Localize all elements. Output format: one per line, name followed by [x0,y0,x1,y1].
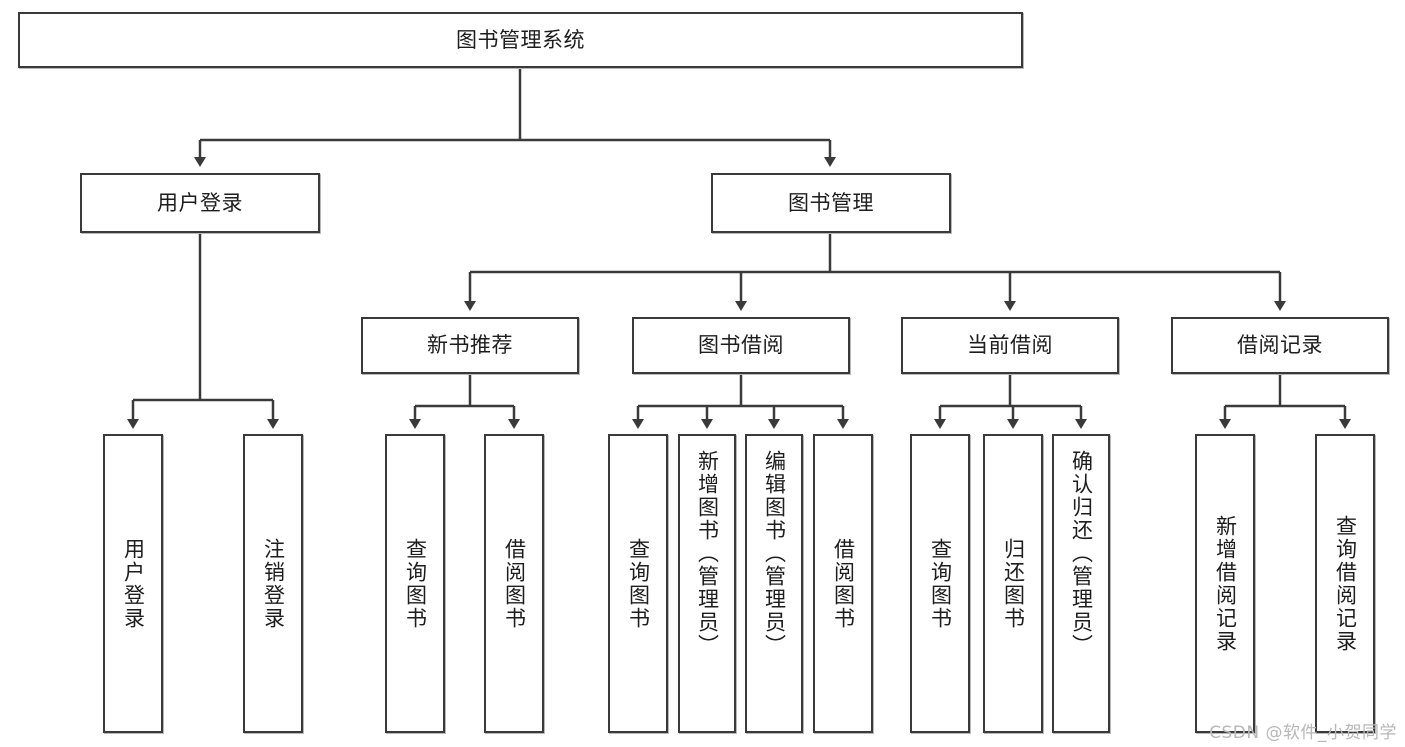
node-book-manage-label: 图书管理 [788,190,874,215]
node-book-borrow-label: 图书借阅 [698,333,784,358]
node-leaf-query-book-3-label: 查询图书 [928,537,953,630]
node-leaf-confirm-return-admin-label: 确认归还（管理员） [1069,450,1094,657]
node-leaf-add-borrow-record[interactable]: 新增借阅记录 [1195,434,1255,733]
node-leaf-add-book-admin[interactable]: 新增图书（管理员） [678,434,736,733]
node-borrow-record[interactable]: 借阅记录 [1171,317,1389,374]
node-leaf-confirm-return-admin[interactable]: 确认归还（管理员） [1052,434,1110,733]
node-leaf-edit-book-admin[interactable]: 编辑图书（管理员） [745,434,803,733]
node-root-label: 图书管理系统 [456,27,585,52]
node-leaf-user-login[interactable]: 用户登录 [103,434,163,733]
node-leaf-query-book-3[interactable]: 查询图书 [910,434,970,733]
node-leaf-add-book-admin-label: 新增图书（管理员） [695,450,720,657]
node-root[interactable]: 图书管理系统 [18,12,1023,68]
node-current-borrow-label: 当前借阅 [967,333,1053,358]
node-current-borrow[interactable]: 当前借阅 [901,317,1119,374]
node-borrow-record-label: 借阅记录 [1237,333,1323,358]
node-leaf-add-borrow-record-label: 新增借阅记录 [1213,514,1238,653]
node-leaf-query-book-1[interactable]: 查询图书 [385,434,445,733]
node-leaf-borrow-book-1[interactable]: 借阅图书 [484,434,544,733]
node-leaf-edit-book-admin-label: 编辑图书（管理员） [762,450,787,657]
node-leaf-query-book-2[interactable]: 查询图书 [608,434,668,733]
node-leaf-return-book[interactable]: 归还图书 [983,434,1043,733]
node-book-manage[interactable]: 图书管理 [711,173,951,233]
node-leaf-query-borrow-record-label: 查询借阅记录 [1333,514,1358,653]
node-new-book-recommend-label: 新书推荐 [427,333,513,358]
node-leaf-query-borrow-record[interactable]: 查询借阅记录 [1315,434,1375,733]
node-book-borrow[interactable]: 图书借阅 [632,317,850,374]
node-new-book-recommend[interactable]: 新书推荐 [361,317,579,374]
node-leaf-query-book-1-label: 查询图书 [403,537,428,630]
node-user-login-label: 用户登录 [157,190,243,215]
node-leaf-borrow-book-2-label: 借阅图书 [831,537,856,630]
node-leaf-return-book-label: 归还图书 [1001,537,1026,630]
node-leaf-user-logout[interactable]: 注销登录 [243,434,303,733]
node-leaf-borrow-book-1-label: 借阅图书 [502,537,527,630]
node-leaf-user-login-label: 用户登录 [121,537,146,630]
node-leaf-query-book-2-label: 查询图书 [626,537,651,630]
node-leaf-user-logout-label: 注销登录 [261,537,286,630]
node-leaf-borrow-book-2[interactable]: 借阅图书 [813,434,873,733]
node-user-login[interactable]: 用户登录 [80,173,320,233]
csdn-watermark: CSDN @软件_小贺同学 [1209,723,1397,743]
